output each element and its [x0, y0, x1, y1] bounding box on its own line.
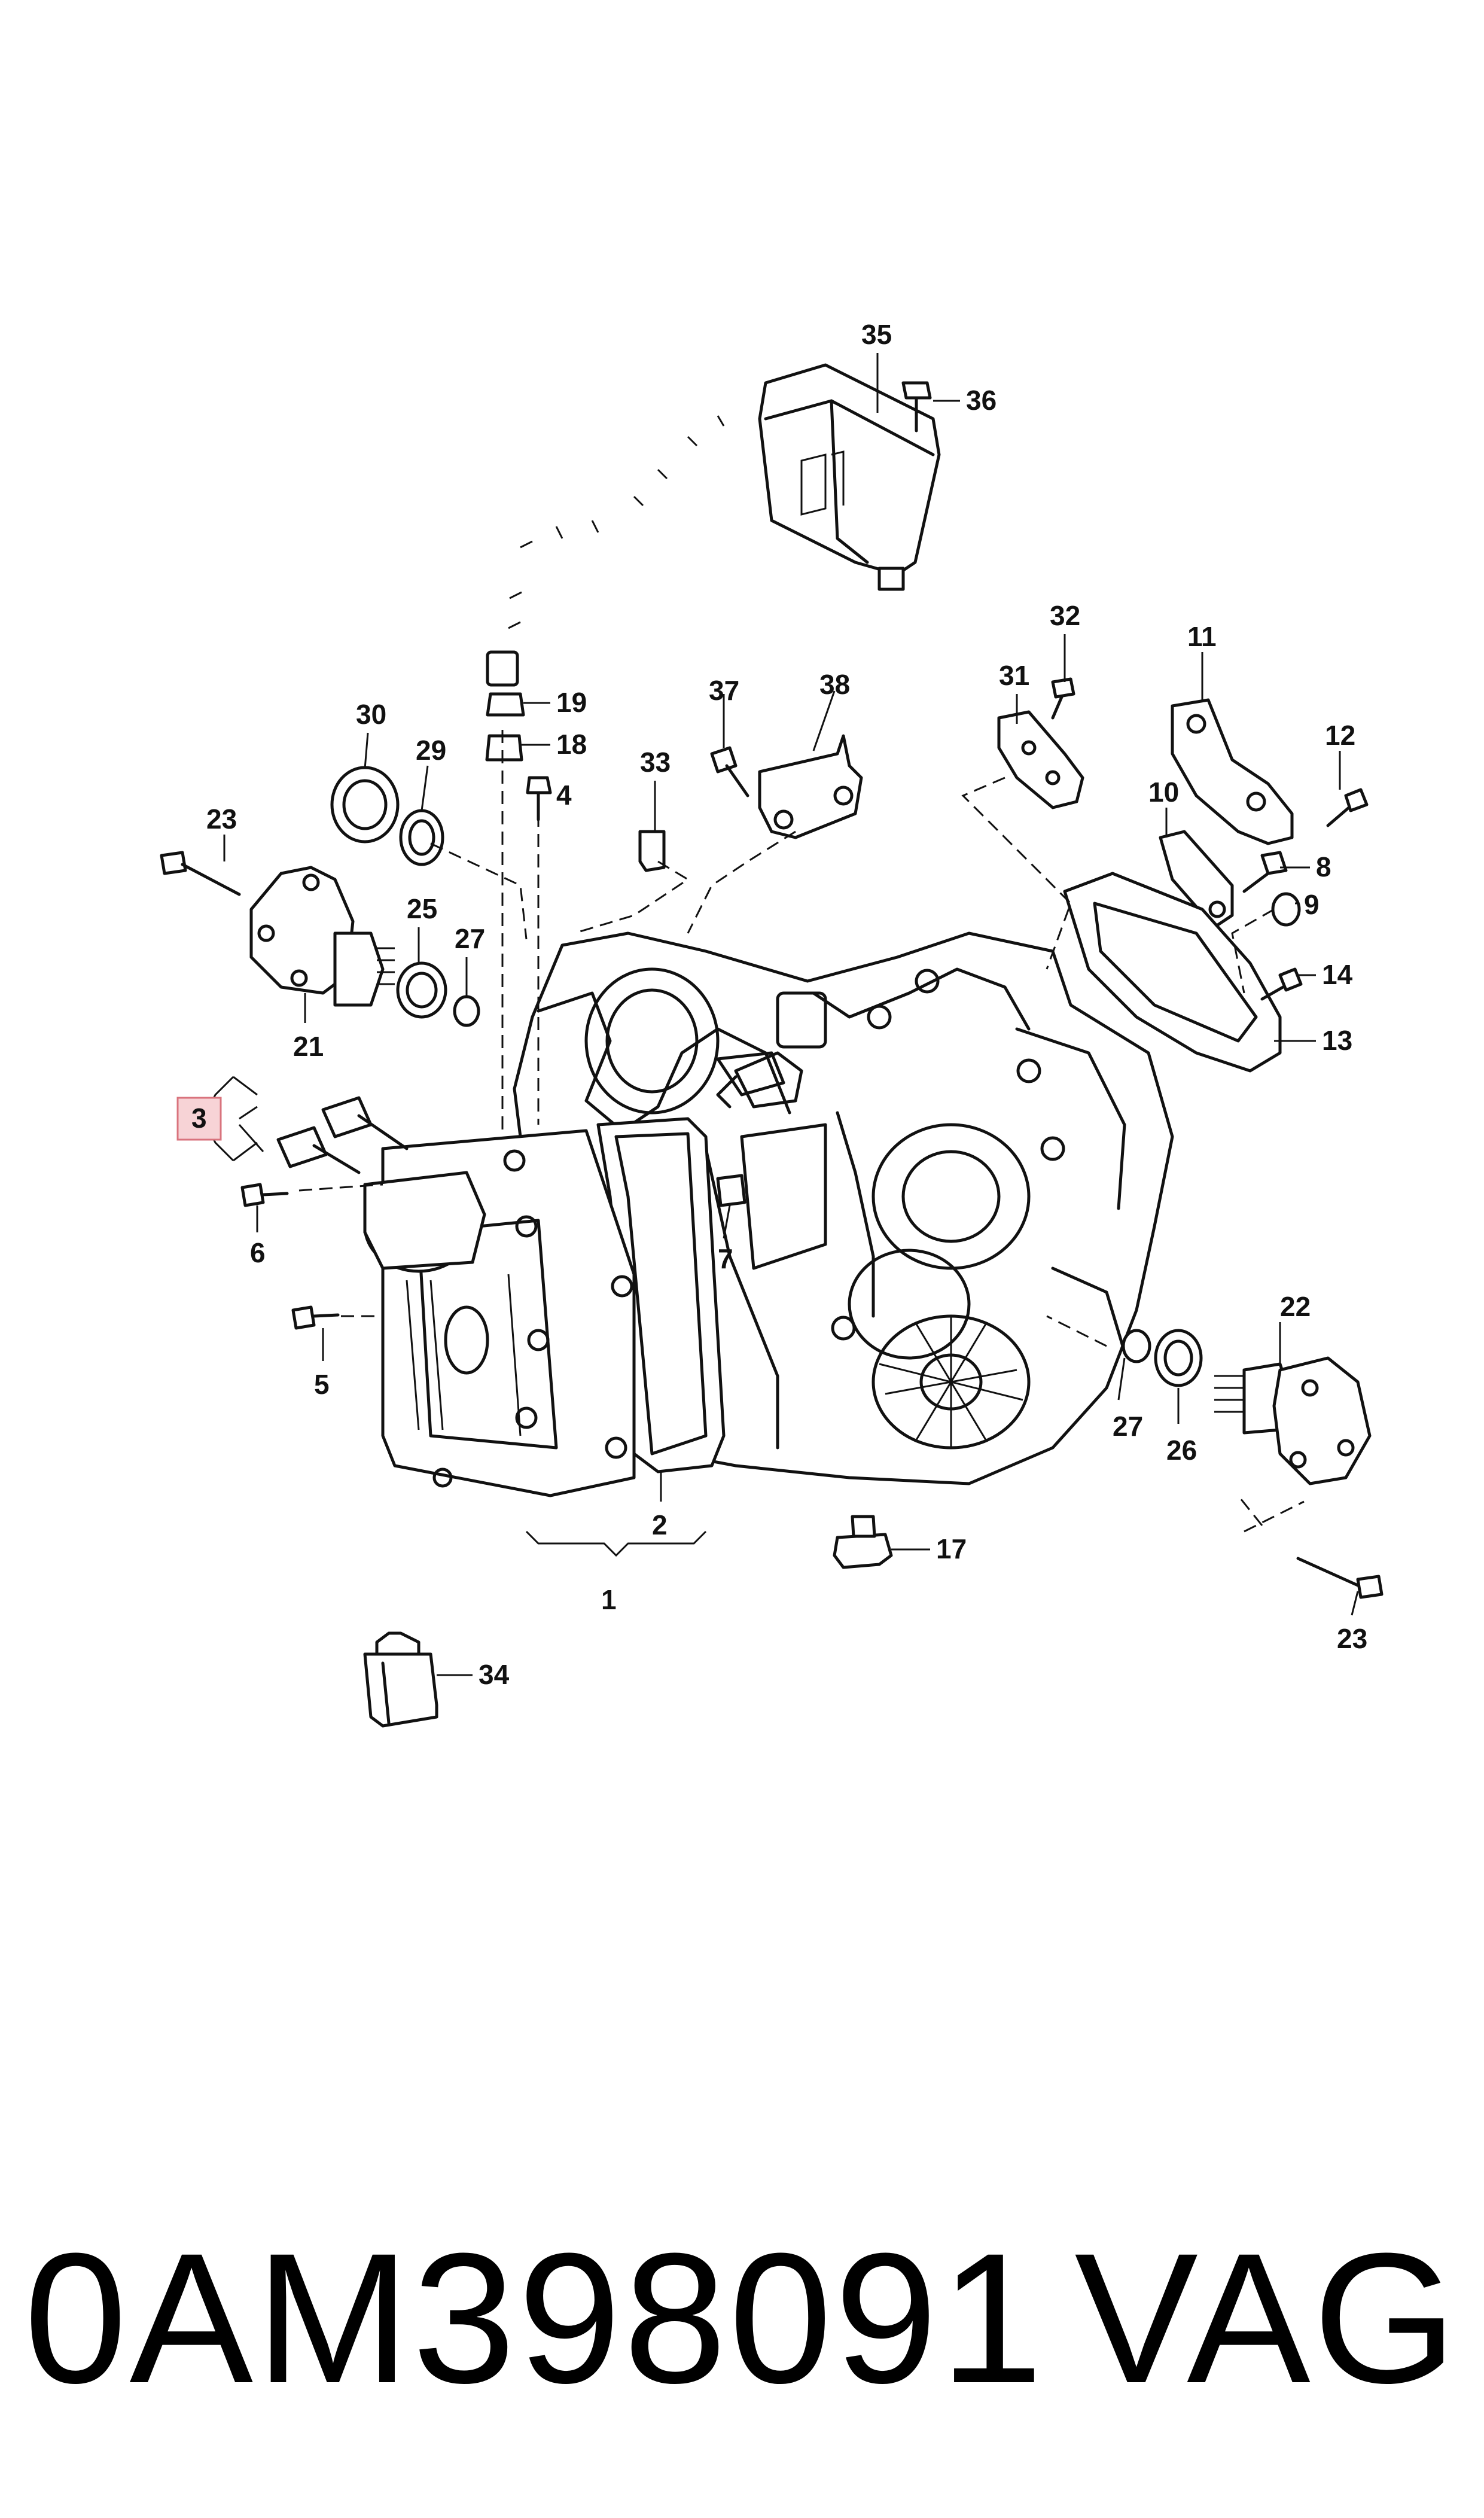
callout-34: 34: [479, 1659, 510, 1690]
seal-29: [399, 809, 444, 866]
bolt-6: [240, 1183, 289, 1207]
callout-labels: 1 2 3 4 5 6 7 8 9 10 11 12 13 14 17 18 1…: [191, 319, 1367, 1690]
brand-name: VAG: [1074, 2214, 1459, 2422]
phantom-lines: [298, 730, 1305, 1533]
o-ring-27-left: [453, 995, 480, 1027]
callout-10: 10: [1148, 777, 1179, 808]
bolt-8: [1242, 851, 1288, 893]
callout-5: 5: [314, 1369, 330, 1400]
callout-7: 7: [718, 1243, 733, 1274]
o-ring-27-right: [1122, 1329, 1151, 1363]
callout-1: 1: [601, 1584, 617, 1615]
seal-30: [330, 766, 400, 844]
callout-31: 31: [999, 660, 1029, 691]
callout-12: 12: [1325, 720, 1355, 751]
callout-23-left: 23: [206, 803, 237, 835]
callout-37: 37: [709, 675, 739, 706]
control-module: [758, 363, 941, 591]
part-number: 0AM398091: [24, 2214, 1046, 2422]
callout-26: 26: [1166, 1435, 1197, 1466]
callout-13: 13: [1322, 1025, 1352, 1056]
callout-17: 17: [936, 1533, 967, 1564]
bushing-9: [1271, 892, 1301, 927]
bolt-36: [901, 381, 932, 433]
callout-9: 9: [1304, 889, 1320, 920]
bolt-4: [526, 776, 552, 821]
sleeve-7: [716, 1174, 746, 1207]
callout-3-highlight: [176, 1097, 222, 1141]
callout-25: 25: [407, 893, 437, 924]
callout-27-right: 27: [1113, 1411, 1143, 1442]
leader-lines: [202, 353, 1359, 1676]
flange-21: [249, 866, 395, 1007]
plug-19: [486, 692, 525, 717]
seal-26: [1154, 1329, 1203, 1387]
callout-3: 3: [191, 1103, 207, 1134]
callout-33: 33: [640, 747, 671, 778]
callout-32: 32: [1050, 600, 1080, 631]
bracket-11: [1171, 698, 1294, 845]
callout-4: 4: [556, 780, 572, 811]
callout-30: 30: [356, 699, 386, 730]
bolt-23-left: [160, 851, 241, 896]
bracket-31: [997, 710, 1084, 809]
callout-27-left: 27: [455, 923, 485, 954]
bolt-37: [710, 746, 749, 797]
callout-36: 36: [966, 385, 997, 416]
bracket-10: [1159, 830, 1234, 929]
mechatronic-unit: [363, 1129, 636, 1497]
callout-14: 14: [1322, 959, 1353, 990]
bolt-23-right: [1296, 1557, 1384, 1599]
callout-21: 21: [293, 1031, 324, 1062]
callout-19: 19: [556, 687, 587, 718]
seal-25: [396, 961, 447, 1019]
screw-plugs-3: [276, 1096, 409, 1174]
drain-plug-17: [833, 1515, 893, 1569]
callout-22: 22: [1280, 1291, 1311, 1322]
bracket-38: [758, 734, 863, 839]
callout-2: 2: [652, 1509, 668, 1540]
callout-35: 35: [861, 319, 892, 350]
callout-11: 11: [1187, 621, 1217, 652]
cable-harness: [486, 403, 779, 687]
sensor-33: [638, 830, 666, 872]
callout-6: 6: [250, 1237, 266, 1268]
exploded-parts-diagram: 1 2 3 4 5 6 7 8 9 10 11 12 13 14 17 18 1…: [160, 319, 1384, 1728]
bolt-12: [1326, 788, 1369, 827]
plug-18: [485, 734, 523, 762]
callout-23-right: 23: [1337, 1623, 1367, 1654]
oil-bottle-34: [363, 1631, 438, 1728]
bolt-5: [291, 1305, 340, 1330]
callout-29: 29: [416, 735, 446, 766]
callout-38: 38: [819, 669, 850, 700]
bolt-14: [1260, 967, 1303, 1001]
callout-18: 18: [556, 729, 587, 760]
cover-13: [1063, 872, 1282, 1073]
footer: 0AM398091 VAG: [24, 2225, 1459, 2477]
bolt-32: [1051, 677, 1075, 720]
flange-22: [1214, 1356, 1372, 1485]
callout-8: 8: [1316, 851, 1331, 882]
